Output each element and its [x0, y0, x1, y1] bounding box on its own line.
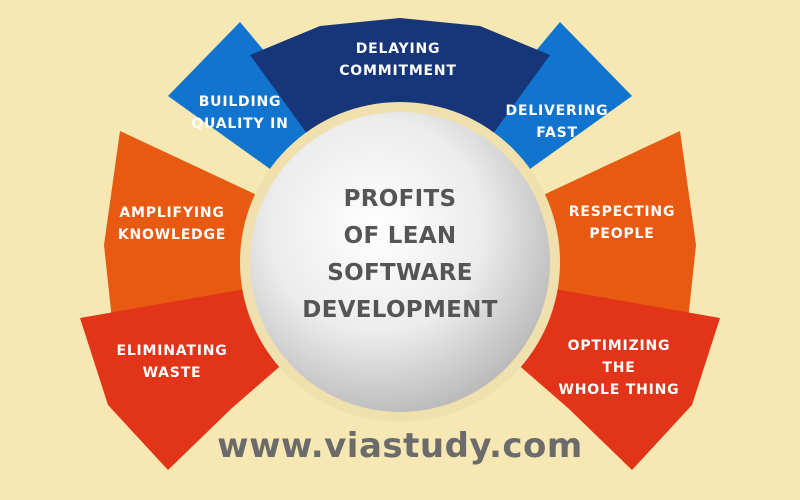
website-url: www.viastudy.com: [217, 426, 583, 466]
center-disc: [250, 112, 550, 412]
label-delivering-fast-line-1: DELIVERING: [506, 103, 609, 119]
label-optimizing-line-3: WHOLE THING: [559, 382, 680, 398]
label-respecting-people: RESPECTING PEOPLE: [569, 204, 676, 242]
label-eliminating-waste-line-2: WASTE: [143, 365, 202, 381]
label-delivering-fast: DELIVERING FAST: [506, 103, 609, 141]
center-title-line-3: SOFTWARE: [327, 260, 472, 286]
label-delaying-commitment: DELAYING COMMITMENT: [339, 41, 457, 79]
center-title: PROFITS OF LEAN SOFTWARE DEVELOPMENT: [302, 186, 497, 323]
label-delaying-commitment-line-1: DELAYING: [356, 41, 441, 57]
label-building-quality-in-line-1: BUILDING: [199, 94, 282, 110]
label-eliminating-waste: ELIMINATING WASTE: [116, 343, 227, 381]
center-title-line-1: PROFITS: [344, 186, 457, 212]
label-respecting-people-line-1: RESPECTING: [569, 204, 676, 220]
label-optimizing-line-2: THE: [602, 360, 635, 376]
label-optimizing-the-whole-thing: OPTIMIZING THE WHOLE THING: [559, 338, 680, 398]
label-optimizing-line-1: OPTIMIZING: [568, 338, 671, 354]
label-building-quality-in-line-2: QUALITY IN: [191, 116, 288, 132]
label-building-quality-in: BUILDING QUALITY IN: [191, 94, 288, 132]
label-respecting-people-line-2: PEOPLE: [589, 226, 654, 242]
label-amplifying-knowledge: AMPLIFYING KNOWLEDGE: [118, 205, 226, 243]
label-amplifying-knowledge-line-1: AMPLIFYING: [119, 205, 224, 221]
label-delivering-fast-line-2: FAST: [536, 125, 578, 141]
label-delaying-commitment-line-2: COMMITMENT: [339, 63, 457, 79]
center-title-line-4: DEVELOPMENT: [302, 297, 497, 323]
label-eliminating-waste-line-1: ELIMINATING: [116, 343, 227, 359]
label-amplifying-knowledge-line-2: KNOWLEDGE: [118, 227, 226, 243]
center-title-line-2: OF LEAN: [344, 223, 457, 249]
